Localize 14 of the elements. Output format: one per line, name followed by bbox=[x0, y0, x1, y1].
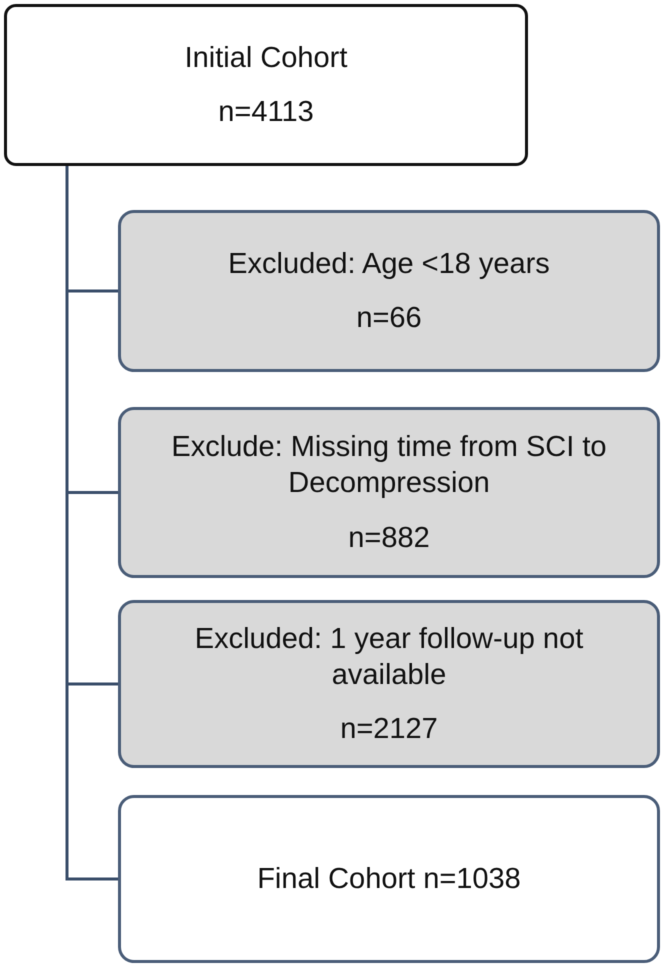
box-heading: Exclude: Missing time from SCI to Decompression bbox=[170, 430, 608, 502]
exclusion-box bbox=[118, 210, 660, 372]
count-text: n=66 bbox=[356, 301, 422, 336]
box-heading: Initial Cohort bbox=[184, 40, 348, 76]
count-text: Final Cohort n=1038 bbox=[257, 862, 521, 897]
count-text: n=882 bbox=[348, 520, 430, 556]
count-text: n=2127 bbox=[340, 712, 438, 748]
exclusion-box bbox=[118, 407, 660, 578]
final-box bbox=[118, 795, 660, 963]
exclusion-box bbox=[118, 600, 660, 768]
box-heading: Excluded: 1 year follow-up not available bbox=[194, 622, 584, 693]
count-text: n=4113 bbox=[218, 95, 314, 130]
box-heading: Excluded: Age <18 years bbox=[228, 246, 550, 282]
cohort-box bbox=[4, 4, 528, 166]
